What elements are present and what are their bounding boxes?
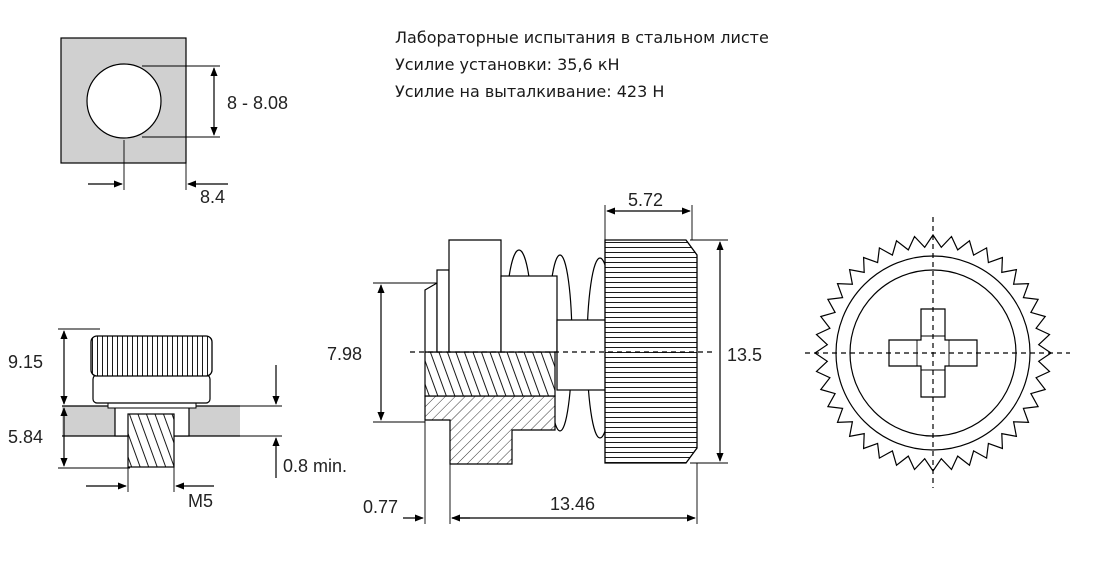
sectioned-body xyxy=(424,395,556,465)
note-lab-test: Лабораторные испытания в стальном листе xyxy=(395,28,769,47)
dim-hole-diameter: 8 - 8.08 xyxy=(227,93,288,113)
note-pushout-force: Усилие на выталкивание: 423 Н xyxy=(395,82,664,101)
dim-below-panel: 5.84 xyxy=(8,427,43,447)
section-view: 7.98 5.72 13.5 13.46 0.77 xyxy=(327,190,762,524)
phillips-recess xyxy=(888,308,978,398)
head-body xyxy=(448,239,502,353)
thread-stud xyxy=(127,413,175,468)
threaded-shank xyxy=(424,351,556,397)
dim-flange-offset: 0.77 xyxy=(363,497,398,517)
note-install-force: Усилие установки: 35,6 кН xyxy=(395,55,620,74)
dim-knob-diameter: 13.5 xyxy=(727,345,762,365)
end-view xyxy=(805,217,1070,488)
test-notes: Лабораторные испытания в стальном листе … xyxy=(395,28,769,101)
dim-thread: M5 xyxy=(188,491,213,511)
dim-min-panel: 0.8 min. xyxy=(283,456,347,476)
knurled-knob xyxy=(90,335,213,377)
mounting-hole xyxy=(86,63,162,139)
panel-hole-view: 8 - 8.08 8.4 xyxy=(60,37,288,207)
dim-total-height: 9.15 xyxy=(8,352,43,372)
installed-side-view: 9.15 5.84 0.8 min. M5 xyxy=(8,328,347,511)
dim-overall-length: 13.46 xyxy=(550,494,595,514)
knob-side xyxy=(604,239,698,464)
dim-knob-length: 5.72 xyxy=(628,190,663,210)
dim-shaft-diameter: 7.98 xyxy=(327,344,362,364)
dim-hole-edge: 8.4 xyxy=(200,187,225,207)
